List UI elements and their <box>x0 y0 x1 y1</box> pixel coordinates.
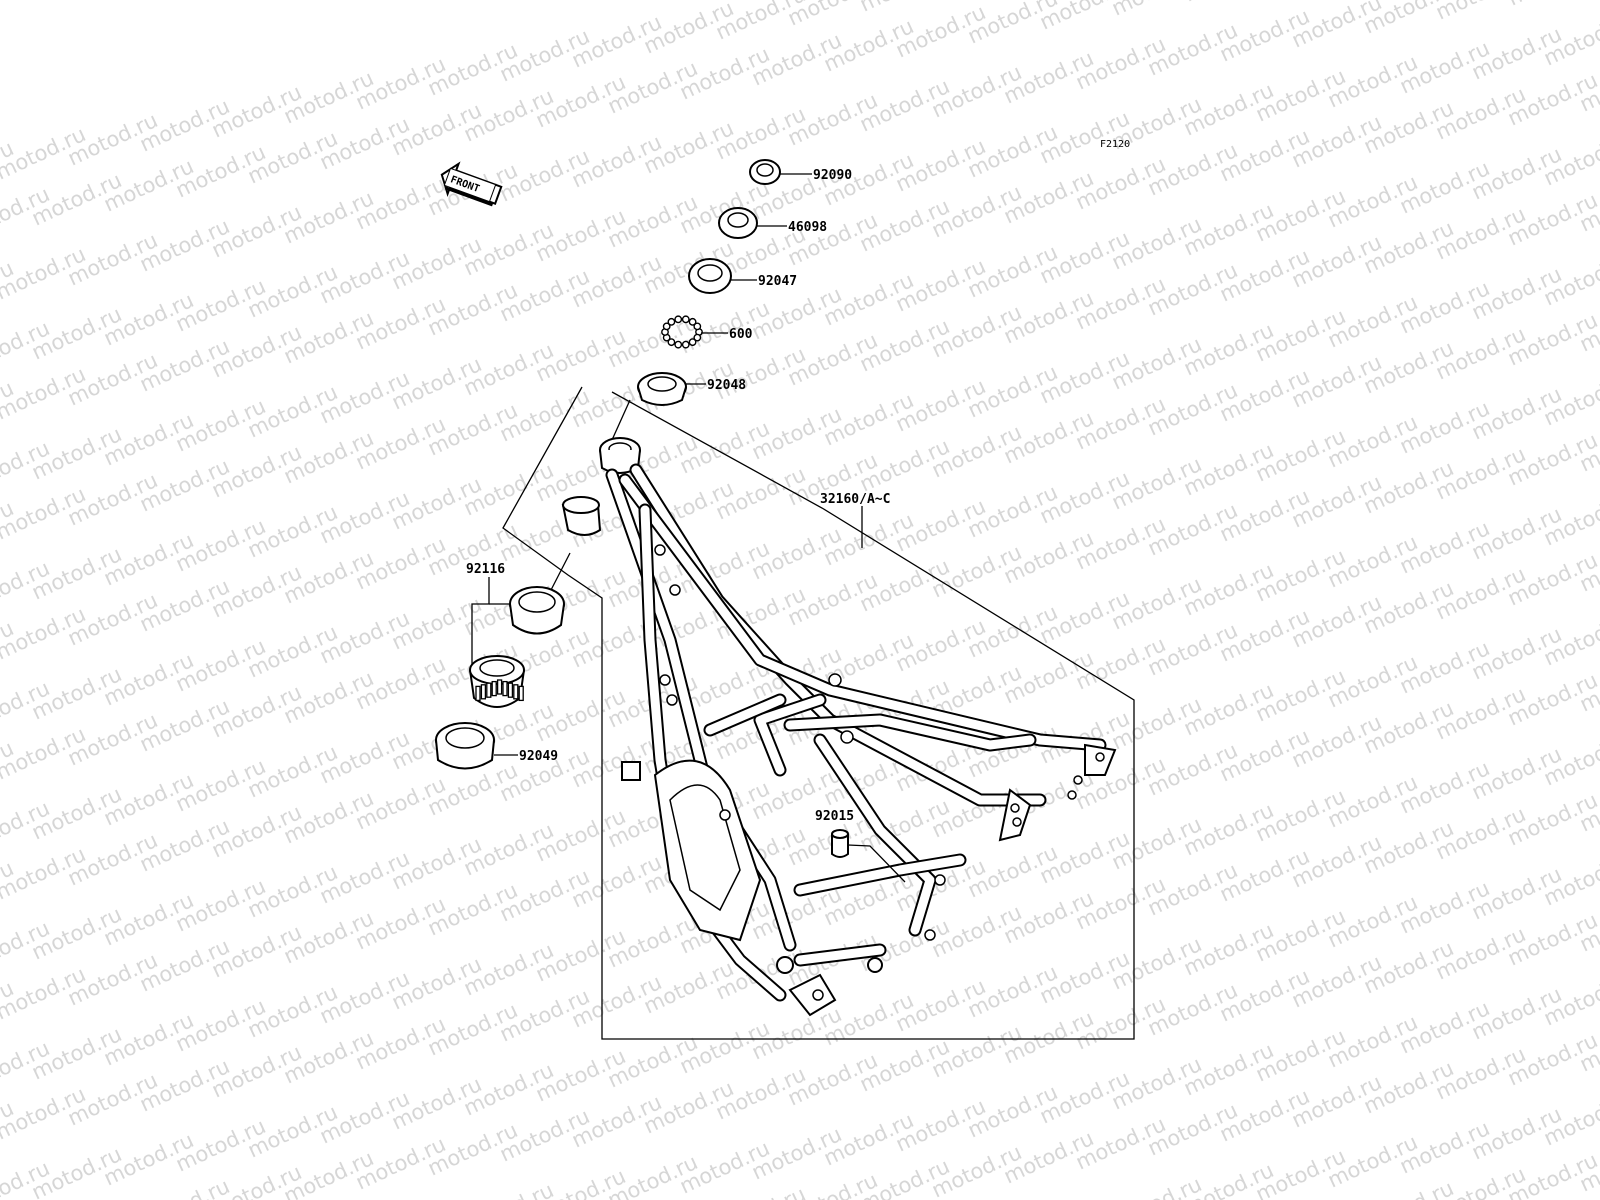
part-46098: 46098 <box>718 207 827 239</box>
bearing-ball <box>693 322 702 331</box>
bearing-roller <box>480 684 487 700</box>
bearing-ball <box>667 317 676 326</box>
label-92116: 92116 <box>466 562 505 577</box>
bearing-ball <box>667 338 676 347</box>
front-direction-arrow-icon: FRONT <box>440 161 503 207</box>
bearing-roller <box>486 682 492 698</box>
bearing-roller <box>502 680 508 697</box>
label-frame-32160: 32160/A~C <box>820 492 890 507</box>
motorcycle-frame-32160 <box>561 437 1117 1017</box>
label-600: 600 <box>729 327 753 342</box>
bearing-ball <box>674 315 683 324</box>
watermark-text: motod.ru <box>1504 0 1600 11</box>
bearing-roller <box>513 684 519 700</box>
bearing-ball <box>681 315 690 324</box>
label-92048: 92048 <box>707 378 746 393</box>
bearing-ball <box>662 322 671 331</box>
label-92015: 92015 <box>815 809 854 824</box>
part-92116: 92116 <box>466 552 571 708</box>
bearing-ball <box>688 317 697 326</box>
bearing-roller <box>496 679 503 695</box>
bearing-roller <box>475 685 481 702</box>
bearing-roller <box>491 680 497 697</box>
watermark-text: motod.ru <box>1180 0 1277 7</box>
bearing-roller <box>507 682 514 698</box>
part-92047: 92047 <box>688 258 797 294</box>
part-92049: 92049 <box>435 722 558 770</box>
bearing-ball <box>688 338 697 347</box>
bearing-ball <box>693 333 702 342</box>
watermark-text: motod.ru <box>1360 1176 1457 1200</box>
label-92090: 92090 <box>813 168 852 183</box>
label-92047: 92047 <box>758 274 797 289</box>
part-600 <box>661 315 703 349</box>
bearing-roller <box>518 685 524 702</box>
watermark-text: motod.ru <box>856 0 953 17</box>
label-46098: 46098 <box>788 220 827 235</box>
watermark-text: motod.ru <box>460 1178 557 1200</box>
label-92049: 92049 <box>519 749 558 764</box>
frame-assembly-outline: 32160/A~C <box>502 386 1135 1040</box>
watermark-text: motod.ru <box>712 1182 809 1200</box>
part-92015: 92015 <box>815 809 906 883</box>
bearing-ball <box>681 340 690 349</box>
part-92048: 92048 <box>637 372 746 406</box>
diagram-code: F2120 <box>1100 139 1130 150</box>
bearing-ball <box>674 340 683 349</box>
part-92090: 92090 <box>749 159 852 185</box>
